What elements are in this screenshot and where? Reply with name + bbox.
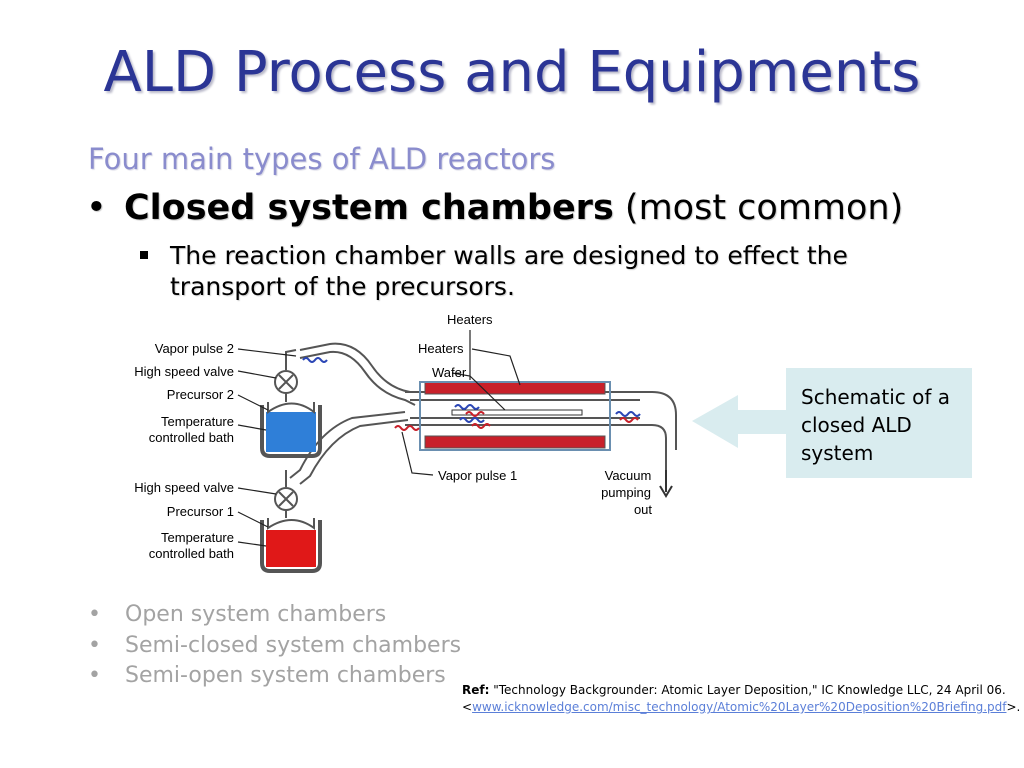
list-item-label: Semi-open system chambers <box>125 663 446 688</box>
reference: Ref: "Technology Backgrounder: Atomic La… <box>462 683 1021 714</box>
square-bullet-icon <box>140 251 148 259</box>
ref-text: "Technology Backgrounder: Atomic Layer D… <box>493 683 1006 697</box>
label-high-speed-valve-1: High speed valve <box>134 364 234 379</box>
list-item-label: Open system chambers <box>125 602 387 627</box>
wafer <box>451 409 583 416</box>
label-vapor-pulse-2: Vapor pulse 2 <box>155 341 234 356</box>
ref-label: Ref: <box>462 683 490 697</box>
label-wafer: Wafer <box>432 365 467 380</box>
label-heaters-top: Heaters <box>447 312 493 327</box>
ref-link[interactable]: www.icknowledge.com/misc_technology/Atom… <box>472 700 1007 714</box>
list-item-label: Semi-closed system chambers <box>125 633 462 658</box>
main-bullet: • Closed system chambers (most common) <box>86 188 903 228</box>
callout-box <box>786 368 972 478</box>
label-high-speed-valve-2: High speed valve <box>134 480 234 495</box>
label-temperature-2: Temperature <box>161 530 234 545</box>
list-item: •Open system chambers <box>88 602 387 627</box>
label-heaters: Heaters <box>418 341 464 356</box>
label-pumping: pumping <box>601 485 651 500</box>
label-vapor-pulse-1: Vapor pulse 1 <box>438 468 517 483</box>
main-bullet-bold: Closed system chambers <box>124 188 614 228</box>
heater-bottom <box>424 435 606 449</box>
label-vacuum: Vacuum <box>605 468 652 483</box>
label-temperature-1: Temperature <box>161 414 234 429</box>
bullet-dot: • <box>86 188 107 228</box>
list-item: •Semi-closed system chambers <box>88 633 462 658</box>
sub-bullet-text: The reaction chamber walls are designed … <box>170 241 848 301</box>
slide-subtitle: Four main types of ALD reactors <box>88 142 556 176</box>
label-out: out <box>634 502 652 517</box>
callout-text: Schematic of a closed ALD system <box>801 385 951 465</box>
label-controlled-bath-2: controlled bath <box>149 546 234 561</box>
callout-arrow-icon <box>692 395 786 448</box>
label-controlled-bath-1: controlled bath <box>149 430 234 445</box>
main-bullet-rest: (most common) <box>624 188 904 228</box>
heater-top <box>424 381 606 395</box>
slide-title: ALD Process and Equipments <box>103 40 921 105</box>
label-precursor-1: Precursor 1 <box>167 504 234 519</box>
label-precursor-2: Precursor 2 <box>167 387 234 402</box>
list-item: •Semi-open system chambers <box>88 663 446 688</box>
